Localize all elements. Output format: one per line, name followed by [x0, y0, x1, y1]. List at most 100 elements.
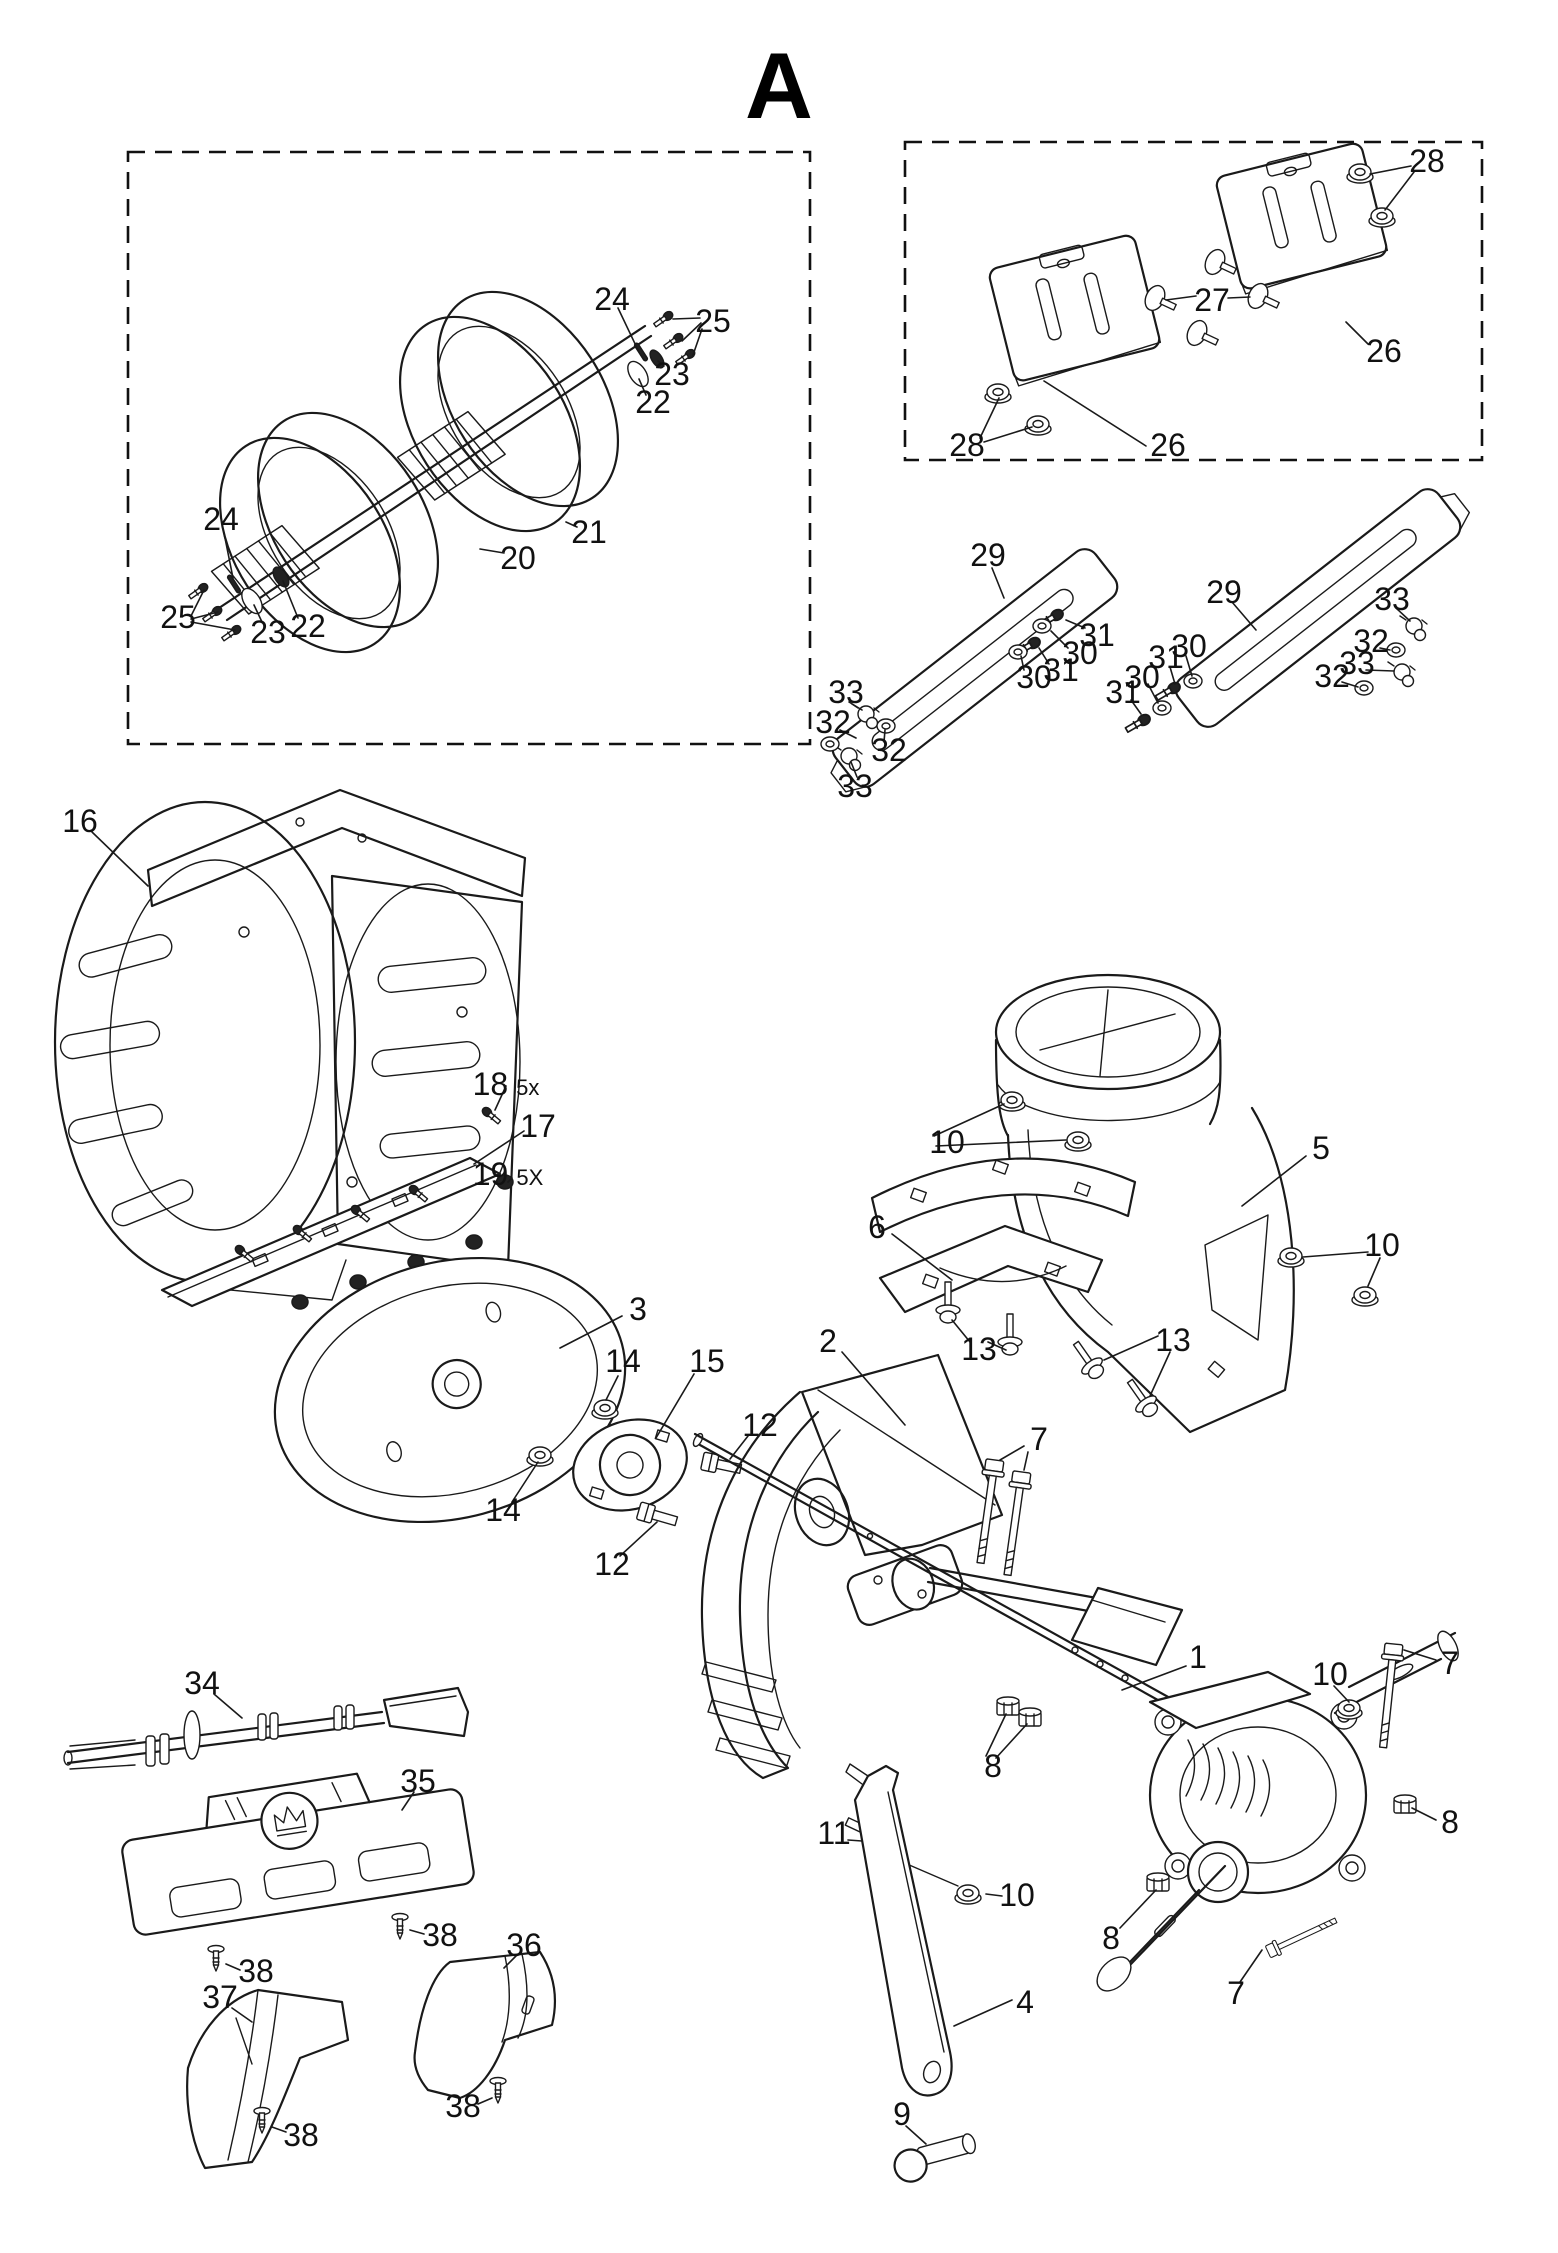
carriage-bolt — [479, 1104, 503, 1127]
part-16-auger-housing: 16 — [53, 788, 527, 1301]
callout-22: 22 — [290, 608, 326, 644]
flange-nut — [526, 1446, 554, 1467]
callout-29: 29 — [1206, 574, 1242, 610]
part-34-drive-shaft — [63, 1686, 470, 1770]
callout-20: 20 — [500, 540, 536, 576]
part-3-friction-disc: 3 14 15 12 14 12 — [273, 1256, 778, 1582]
part-2-chute-pedestal: 2 7 — [700, 1323, 1184, 1780]
flange-nut — [1024, 415, 1052, 436]
hex-bolt-long — [995, 1469, 1034, 1578]
flange-nut — [1351, 1286, 1379, 1307]
callout-16: 16 — [62, 803, 98, 839]
callout-30: 30 — [1016, 659, 1052, 695]
nut — [291, 1294, 309, 1310]
clamp — [1387, 661, 1416, 688]
callout-23: 23 — [654, 356, 690, 392]
bolt — [651, 309, 676, 330]
bolt — [186, 581, 211, 602]
callout-25: 25 — [695, 303, 731, 339]
callout-33: 33 — [1339, 645, 1375, 681]
spacer — [627, 360, 649, 388]
leader-lines — [511, 1315, 749, 1557]
detail-box-augers: 24 25 23 22 21 20 24 25 23 22 — [126, 150, 812, 746]
callout-32: 32 — [871, 732, 907, 768]
callout-8: 8 — [1102, 1920, 1120, 1956]
part-9-pin — [893, 2133, 976, 2183]
flange-nut — [998, 1091, 1026, 1112]
callout-24: 24 — [594, 281, 630, 317]
bolt — [661, 331, 686, 352]
nut — [349, 1274, 367, 1290]
callout-38: 38 — [283, 2117, 319, 2153]
callout-38: 38 — [422, 1917, 458, 1953]
callout-6: 6 — [868, 1209, 886, 1245]
callout-26: 26 — [1366, 333, 1402, 369]
callout-30: 30 — [1124, 659, 1160, 695]
screw — [391, 1912, 409, 1940]
carriage-bolt — [1065, 1335, 1110, 1385]
flange-nut — [1277, 1247, 1305, 1268]
screw — [489, 2076, 507, 2104]
callout-12: 12 — [594, 1546, 630, 1582]
hex-bolt-long — [1371, 1642, 1406, 1750]
callout-13: 13 — [1155, 1322, 1191, 1358]
part-4-arm — [853, 1764, 953, 2097]
callout-30: 30 — [1171, 628, 1207, 664]
part-36-cover-right — [413, 1950, 556, 2100]
callout-7: 7 — [1030, 1421, 1048, 1457]
callout-21: 21 — [571, 514, 607, 550]
callout-1: 1 — [1189, 1639, 1207, 1675]
lock-nut — [996, 1696, 1020, 1716]
callout-33: 33 — [828, 674, 864, 710]
part-6-bracket — [878, 1224, 1104, 1314]
callout-31: 31 — [1079, 617, 1115, 653]
leader-lines — [891, 1103, 1381, 1397]
part-35-belt-cover — [121, 1772, 475, 1936]
callout-30: 30 — [1062, 635, 1098, 671]
callout-36: 36 — [506, 1927, 542, 1963]
leader-lines — [473, 1085, 525, 1183]
callout-22: 22 — [635, 384, 671, 420]
washer — [1032, 618, 1052, 634]
flange-nut — [1064, 1131, 1092, 1152]
detail-box-skid-shoes: 28 26 27 28 26 — [903, 140, 1484, 463]
part-26-skid-shoe-right — [1215, 142, 1389, 295]
washer — [876, 718, 896, 734]
callout-31: 31 — [1148, 639, 1184, 675]
callout-35: 35 — [400, 1763, 436, 1799]
callout-11: 11 — [817, 1815, 850, 1851]
gearbox-housing — [1096, 1630, 1459, 1992]
callout-14: 14 — [485, 1492, 521, 1528]
flange-nut — [591, 1399, 619, 1420]
bottom-left-section: 34 35 38 38 36 37 38 38 — [63, 1665, 556, 2170]
callout-17: 17 — [520, 1108, 556, 1144]
washer — [1152, 700, 1172, 716]
dashed-border — [903, 140, 1484, 462]
chute-flange — [870, 1157, 1137, 1234]
part-20-21-auger-spirals — [210, 290, 653, 654]
dashed-border — [126, 150, 812, 746]
flange-nut — [954, 1884, 982, 1905]
leader-line — [91, 831, 149, 887]
part-15-bearing-flange — [572, 1418, 688, 1512]
callout-5: 5 — [1312, 1130, 1330, 1166]
washer — [272, 566, 290, 588]
callout-14: 14 — [605, 1343, 641, 1379]
clamp — [1399, 615, 1428, 642]
callout-38: 38 — [238, 1953, 274, 1989]
nut — [465, 1234, 483, 1250]
leader-lines — [985, 1649, 1437, 1983]
callout-28: 28 — [949, 427, 985, 463]
washer — [1354, 680, 1374, 696]
lock-nut — [1393, 1794, 1417, 1814]
callout-7: 7 — [1441, 1645, 1459, 1681]
callout-26: 26 — [1150, 427, 1186, 463]
callout-25: 25 — [160, 599, 196, 635]
callout-3: 3 — [629, 1291, 647, 1327]
callout-10: 10 — [929, 1124, 965, 1160]
callout-4: 4 — [1016, 1984, 1034, 2020]
callout-33: 33 — [1374, 581, 1410, 617]
